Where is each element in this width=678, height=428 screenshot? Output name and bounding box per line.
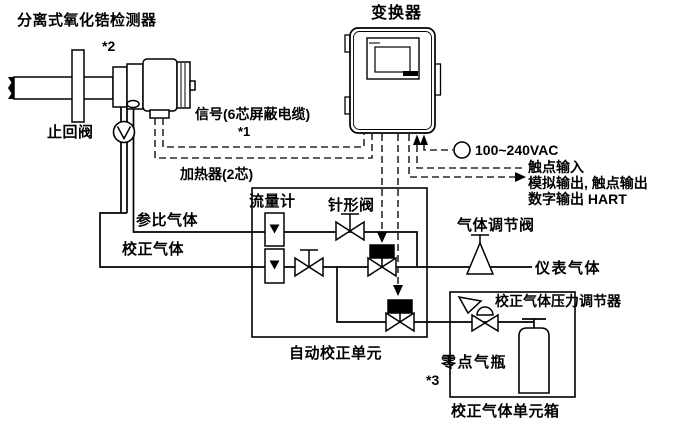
signal-note-label: *1 bbox=[238, 124, 251, 139]
check-valve-symbol bbox=[112, 120, 136, 144]
power-label: 100~240VAC bbox=[475, 142, 559, 158]
cal-box-note-label: *3 bbox=[426, 372, 440, 388]
pressure-regulator-symbol bbox=[457, 295, 499, 333]
zero-gas-cylinder bbox=[518, 327, 550, 394]
control-arrow-1 bbox=[377, 232, 387, 243]
contact-input-label: 触点输入 bbox=[528, 159, 584, 175]
power-line bbox=[423, 145, 453, 151]
arrowheads bbox=[377, 134, 526, 296]
keypad-bar bbox=[403, 71, 418, 76]
display-screen bbox=[374, 46, 411, 73]
auto-cal-unit-label: 自动校正单元 bbox=[289, 345, 383, 362]
needle-valve-symbol bbox=[335, 213, 365, 242]
electrical-cables bbox=[154, 118, 526, 285]
terminal-cap bbox=[176, 61, 191, 109]
cal-gas-unit-box bbox=[449, 291, 576, 398]
terminal-box bbox=[142, 58, 178, 112]
gas-regulating-valve-symbol bbox=[465, 234, 495, 275]
power-source-icon bbox=[453, 141, 471, 159]
solenoid-coil-2 bbox=[387, 299, 413, 314]
solenoid-valve-2 bbox=[385, 299, 415, 333]
detector-probe bbox=[8, 49, 196, 123]
probe-tip bbox=[8, 77, 14, 99]
flow-meter-1-float-icon bbox=[269, 224, 280, 234]
auto-cal-unit-box bbox=[251, 187, 428, 338]
terminal-stub bbox=[189, 80, 196, 91]
probe-body-1 bbox=[112, 66, 128, 108]
zero-gas-pipe bbox=[336, 267, 534, 323]
solenoid-coil-1 bbox=[369, 244, 395, 259]
mounting-flange bbox=[71, 49, 85, 123]
needle-valve-label: 针形阀 bbox=[328, 197, 375, 214]
gas-regulating-valve-label: 气体调节阀 bbox=[457, 217, 535, 234]
stop-valve-symbol bbox=[294, 249, 324, 278]
gas-port bbox=[126, 99, 140, 109]
input-arrow-up bbox=[413, 134, 421, 145]
reference-gas-label: 参比气体 bbox=[136, 212, 199, 229]
contact-input-line bbox=[416, 145, 526, 169]
unit-boxes bbox=[251, 187, 576, 398]
output-arrow bbox=[515, 172, 526, 182]
signal-cable-label: 信号(6芯屏蔽电缆) bbox=[195, 106, 311, 122]
instrument-gas-label: 仪表气体 bbox=[535, 260, 602, 277]
power-arrow-up bbox=[420, 134, 428, 145]
solenoid-valve-1 bbox=[367, 244, 397, 278]
heater-cable-line bbox=[154, 118, 373, 159]
flow-meter-2-float-icon bbox=[269, 260, 280, 270]
output-signal-line bbox=[408, 134, 515, 178]
cal-gas-unit-box-label: 校正气体单元箱 bbox=[451, 403, 560, 420]
detector-title-label: 分离式氧化锆检测器 bbox=[17, 12, 157, 29]
signal-cable-line bbox=[162, 118, 365, 148]
heater-cable-label: 加热器(2芯) bbox=[180, 166, 254, 182]
regulator-handle bbox=[457, 295, 483, 315]
converter-body bbox=[349, 27, 436, 134]
analog-output-label: 模拟输出, 触点输出 bbox=[528, 175, 648, 191]
cylinder-neck bbox=[522, 318, 546, 328]
detector-note-label: *2 bbox=[102, 38, 116, 54]
display-logo-bar bbox=[369, 42, 380, 44]
conduit-fitting bbox=[149, 109, 170, 119]
probe-tube bbox=[13, 76, 114, 100]
digital-output-label: 数字输出 HART bbox=[528, 191, 627, 207]
flow-meters bbox=[264, 212, 285, 284]
converter-title-label: 变换器 bbox=[371, 5, 423, 22]
regulator-diaphragm bbox=[476, 306, 494, 316]
display-bezel bbox=[366, 37, 420, 80]
flow-meter-label: 流量计 bbox=[249, 193, 296, 210]
calibration-gas-label: 校正气体 bbox=[122, 241, 185, 258]
converter-box bbox=[344, 27, 442, 134]
control-arrow-2 bbox=[393, 285, 403, 296]
converter-body-inner bbox=[353, 31, 432, 130]
check-valve-label: 止回阀 bbox=[47, 124, 94, 141]
pressure-regulator-label: 校正气体压力调节器 bbox=[495, 293, 621, 309]
zero-gas-cylinder-label: 零点气瓶 bbox=[441, 354, 508, 371]
